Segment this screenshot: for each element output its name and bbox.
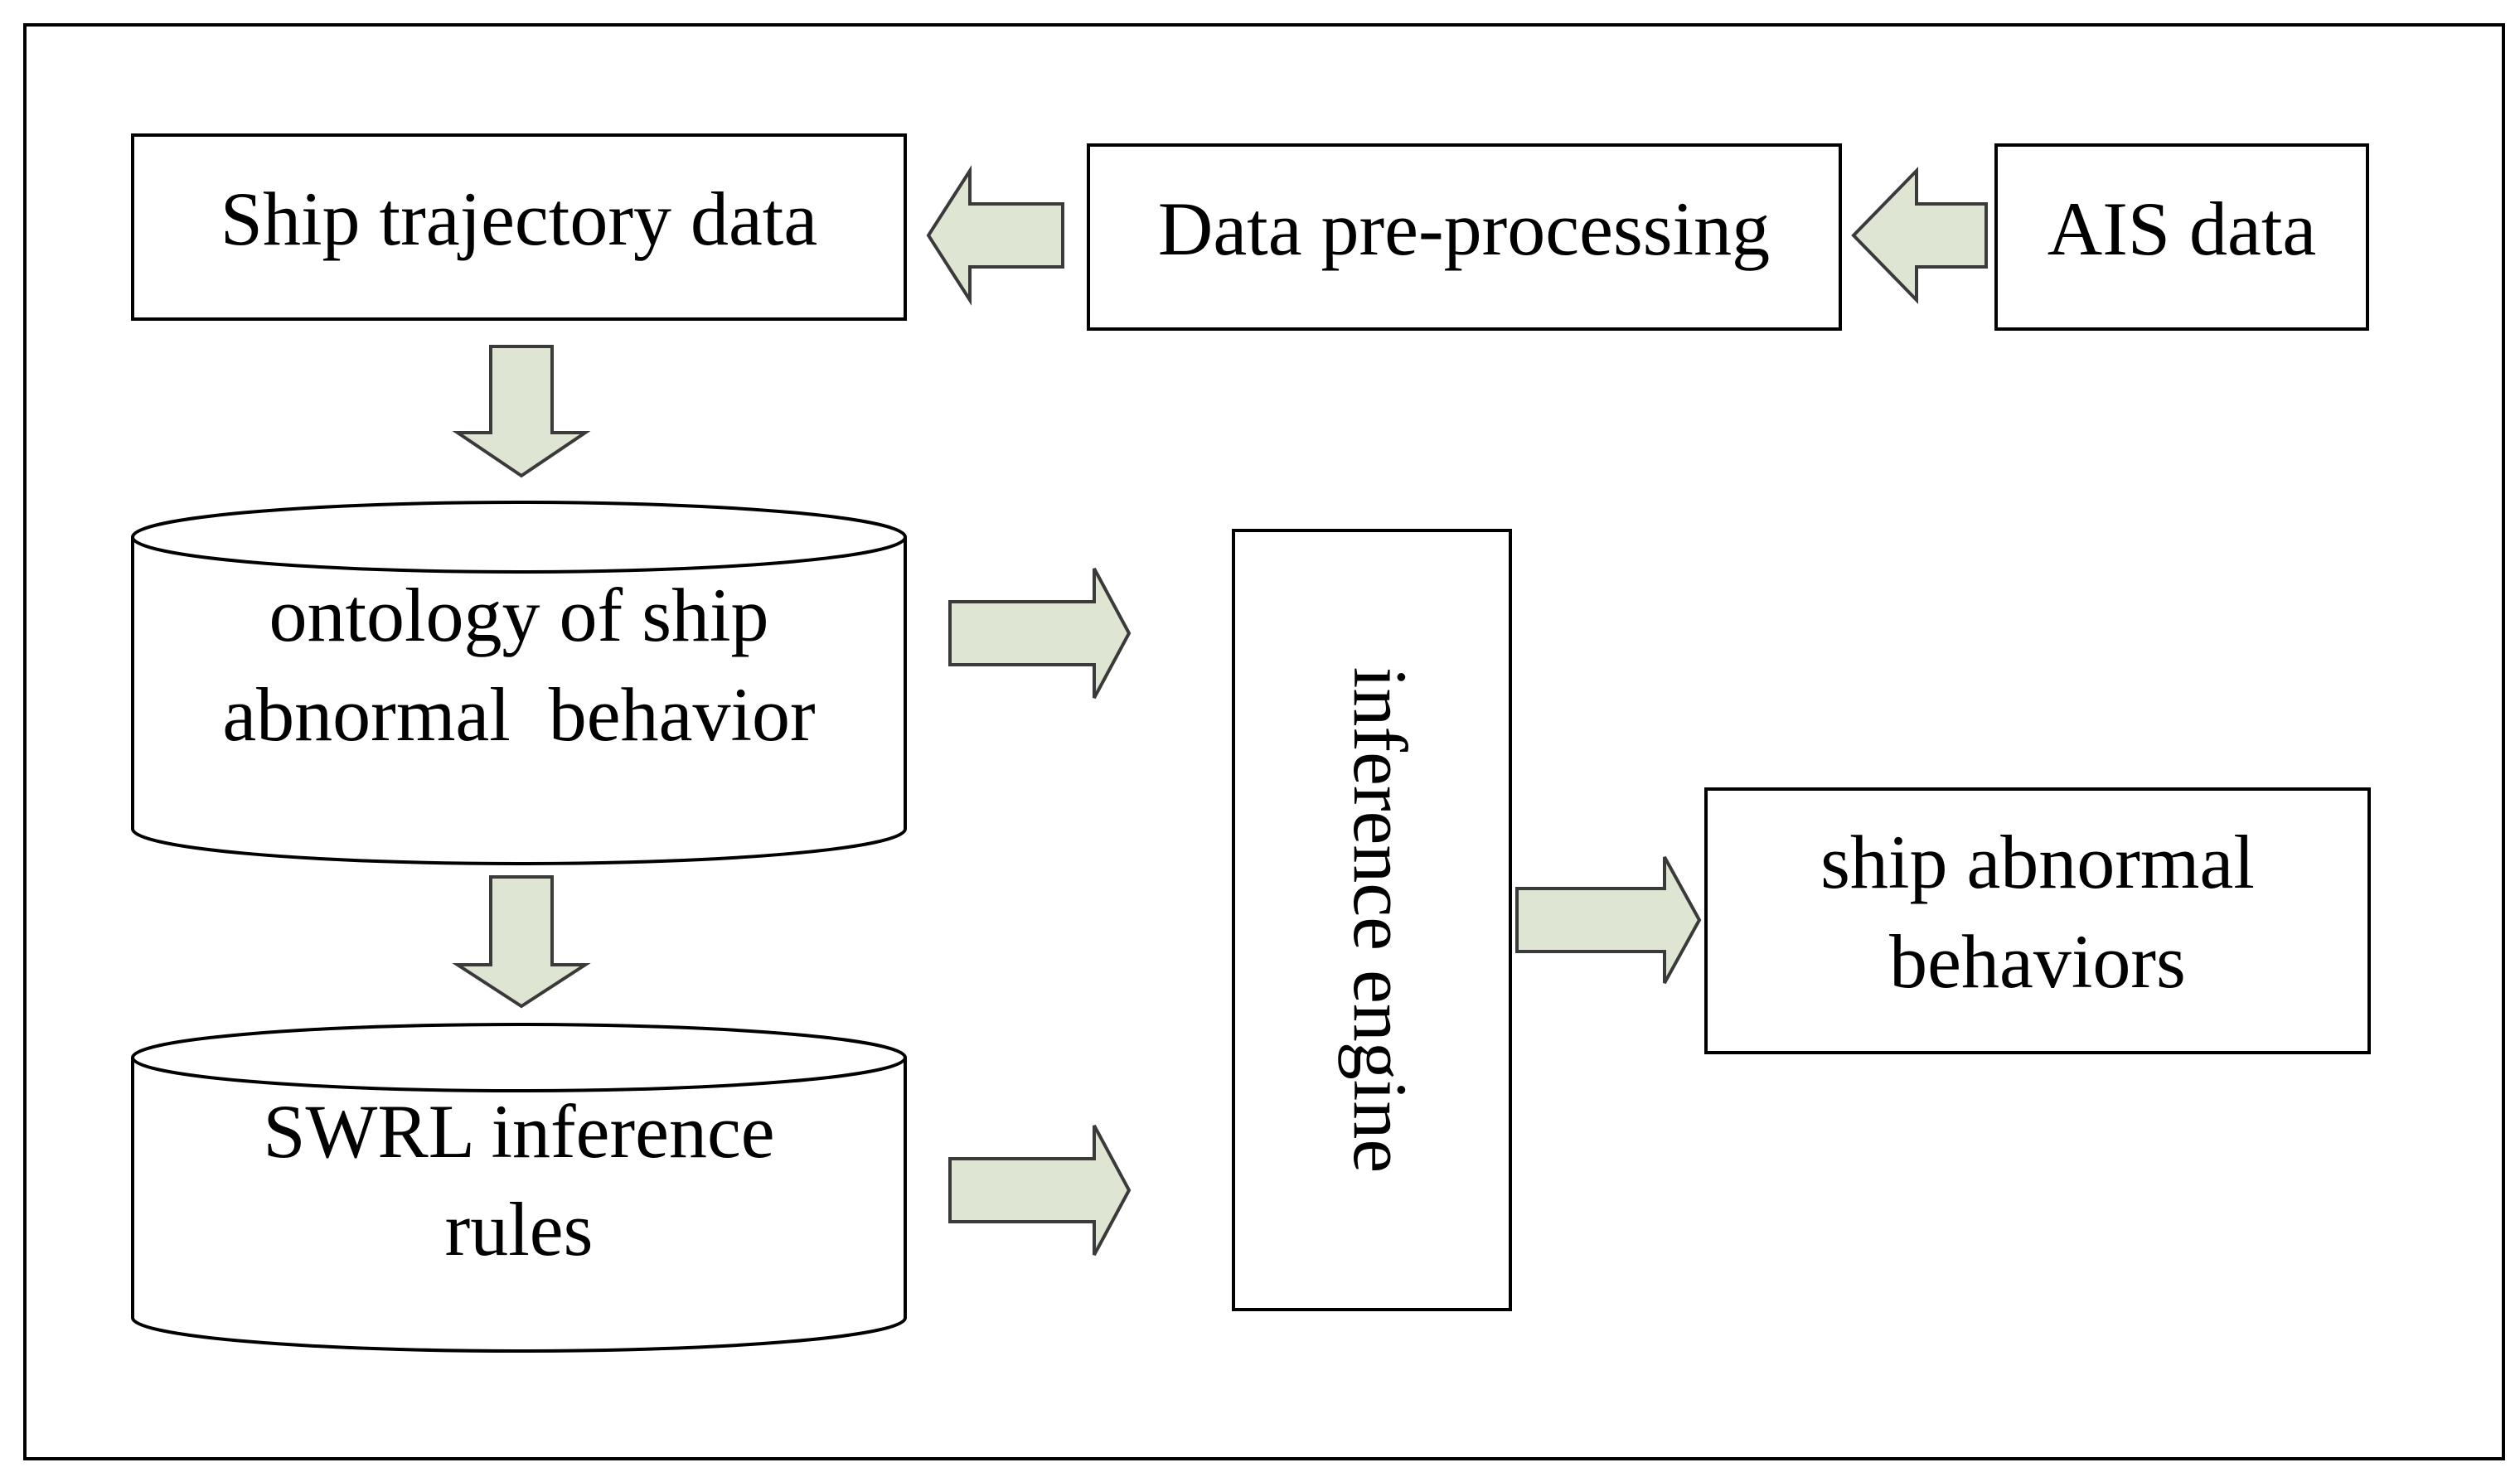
node-swrl-line-2: rules [445,1187,594,1271]
node-output-line-2: behaviors [1889,919,2186,1004]
node-ontology: ontology of ship abnormal behavior [131,501,907,865]
node-trajectory: Ship trajectory data [131,133,907,321]
edge-ontology-to-swrl [452,875,591,1009]
node-engine-label: inference engine [1338,667,1422,1173]
arrow-left-shape [1851,167,1988,304]
node-trajectory-label: Ship trajectory data [220,177,817,261]
node-preprocess: Data pre-processing [1087,143,1842,331]
node-ais-label: AIS data [2048,186,2316,271]
arrow-right-shape [1515,856,1702,984]
edge-trajectory-to-ontology [452,345,591,478]
edge-ontology-to-engine [948,568,1132,699]
node-ontology-line-1: ontology of ship [269,573,768,657]
arrow-right-shape [948,1125,1132,1256]
node-swrl-line-1: SWRL inference [263,1089,774,1174]
node-output: ship abnormal behaviors [1704,787,2371,1054]
node-preprocess-label: Data pre-processing [1158,186,1770,271]
outer-frame [23,23,2505,1460]
node-swrl: SWRL inference rules [131,1023,907,1353]
arrow-right-shape [948,568,1132,699]
edge-preprocess-to-trajectory [926,165,1064,306]
arrow-left-shape [926,165,1064,306]
node-ontology-line-2: abnormal behavior [222,672,815,757]
node-ais: AIS data [1994,143,2369,331]
edge-ais-to-preprocess [1851,167,1988,304]
arrow-down-shape [452,875,591,1009]
arrow-down-shape [452,345,591,478]
node-output-line-1: ship abnormal [1820,820,2255,904]
node-engine: inference engine [1232,529,1512,1311]
edge-swrl-to-engine [948,1125,1132,1256]
edge-engine-to-output [1515,856,1702,984]
